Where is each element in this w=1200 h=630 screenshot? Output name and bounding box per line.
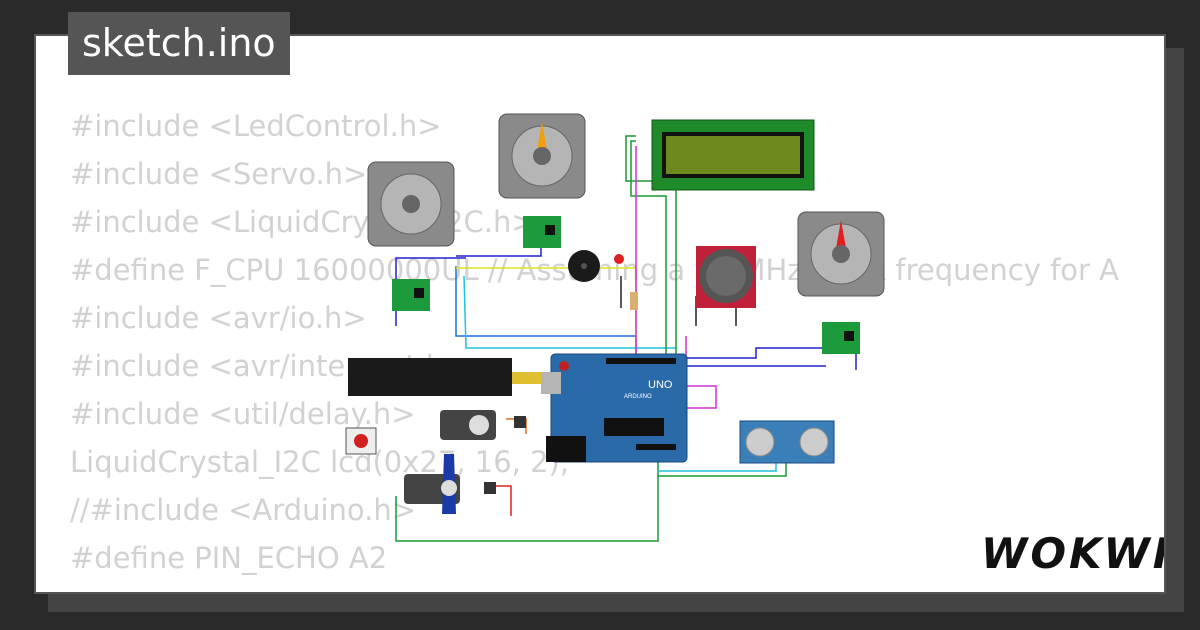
code-preview: #include <LedControl.h> #include <Servo.h… [70, 102, 1119, 592]
code-line: //#include <Arduino.h> [70, 493, 417, 527]
code-line: LiquidCrystal_I2C lcd(0x27, 16, 2); [70, 445, 570, 479]
stepper-motor-2 [498, 113, 586, 199]
stepper-motor-1 [367, 161, 455, 247]
joystick-module [696, 246, 756, 308]
wires [395, 135, 857, 542]
code-line: #define PIN_ECHO A2 [70, 541, 388, 575]
wokwi-logo: WOKWI [981, 529, 1166, 578]
arduino-brand-label: ARDUINO [624, 394, 652, 400]
stepper-driver-3 [822, 322, 860, 354]
lcd-display [651, 119, 815, 191]
code-line: #include <Servo.h> [70, 157, 368, 191]
stepper-driver-1 [392, 279, 430, 311]
file-title: sketch.ino [68, 12, 290, 75]
preview-card: #include <LedControl.h> #include <Servo.h… [34, 34, 1166, 594]
push-button [345, 427, 377, 455]
servo-motor-2 [404, 454, 496, 514]
code-line: #define PIN_TRIG 3 [70, 582, 1119, 592]
stepper-driver-2 [523, 216, 561, 248]
led-red [614, 254, 624, 264]
resistor [630, 292, 638, 310]
servo-motor-1 [440, 410, 526, 440]
code-line: #include <util/delay.h> [70, 397, 416, 431]
code-line: #include <LedControl.h> [70, 109, 442, 143]
arduino-uno-label: UNO [648, 379, 673, 391]
led-matrix [348, 358, 542, 396]
circuit-diagram: UNO ARDUINO [345, 113, 885, 542]
stepper-motor-3 [797, 211, 885, 297]
code-line: #include <avr/io.h> [70, 301, 367, 335]
ultrasonic-sensor [739, 420, 835, 464]
arduino-uno: UNO ARDUINO [541, 353, 688, 463]
